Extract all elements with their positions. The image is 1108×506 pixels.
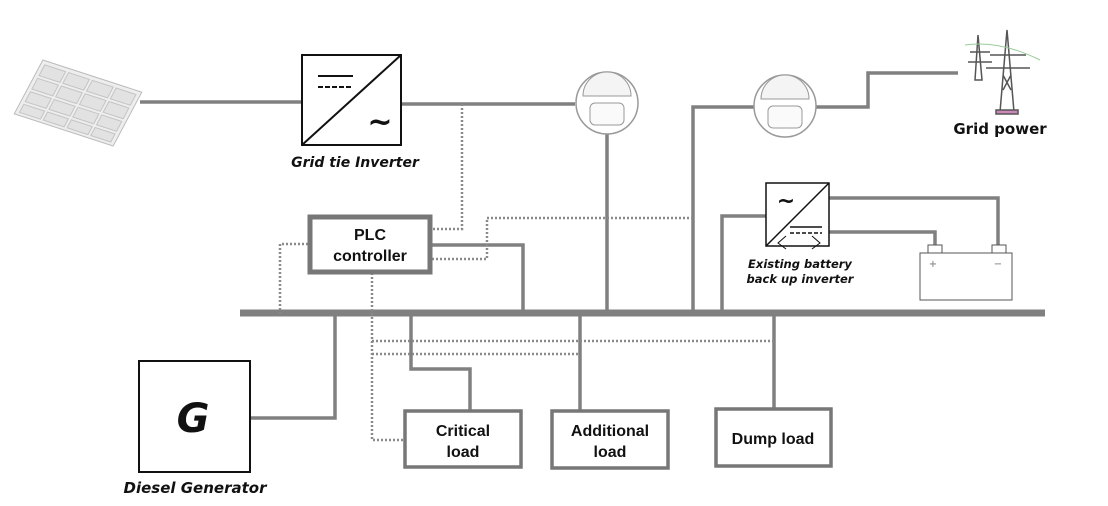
battery-minus: − [994,259,1002,270]
grid-tie-inverter-label: Grid tie Inverter [291,155,420,171]
dump-load-box [714,407,833,468]
wire-generator-bus [250,313,337,420]
wire-bus-grid-meter [691,105,755,313]
additional-load-box [550,409,670,470]
critical-load-box [403,409,523,469]
wire-batinv-bus [720,214,766,313]
control-wires [278,104,774,442]
battery-plus: + [929,259,937,270]
additional-load-line1: Additional [571,423,649,440]
battery-inverter: ~ [765,182,830,250]
wire-batinv-minus [829,196,1000,245]
plc-label-line2: controller [333,248,407,265]
wire-critical-load [409,313,472,410]
grid-tie-inverter: ~ [301,54,402,146]
solar-panel-icon [13,59,143,147]
critical-load-line1: Critical [436,423,490,440]
power-tower-icon [964,29,1041,115]
generator-symbol: G [177,396,210,442]
diesel-generator-box [138,360,251,473]
ac-symbol: ~ [777,189,795,214]
wire-meter-grid [815,71,958,109]
plc-label-line1: PLC [354,227,386,244]
diesel-generator-label: Diesel Generator [124,479,269,497]
battery-inverter-label-line1: Existing battery [748,257,852,271]
battery-inverter-label-line2: back up inverter [747,272,855,286]
dump-load-label: Dump load [732,431,815,448]
wire-plc-bus [432,243,525,313]
battery-icon [919,244,1013,301]
grid-meter-icon [753,74,817,138]
grid-power-label: Grid power [953,120,1047,138]
ac-symbol: ~ [367,105,392,140]
wire-batinv-plus [829,230,937,245]
critical-load-line2: load [447,444,480,461]
energy-meter-icon [575,71,639,135]
plc-controller-box [307,214,433,275]
additional-load-line2: load [594,444,627,461]
power-wires [140,71,1000,420]
